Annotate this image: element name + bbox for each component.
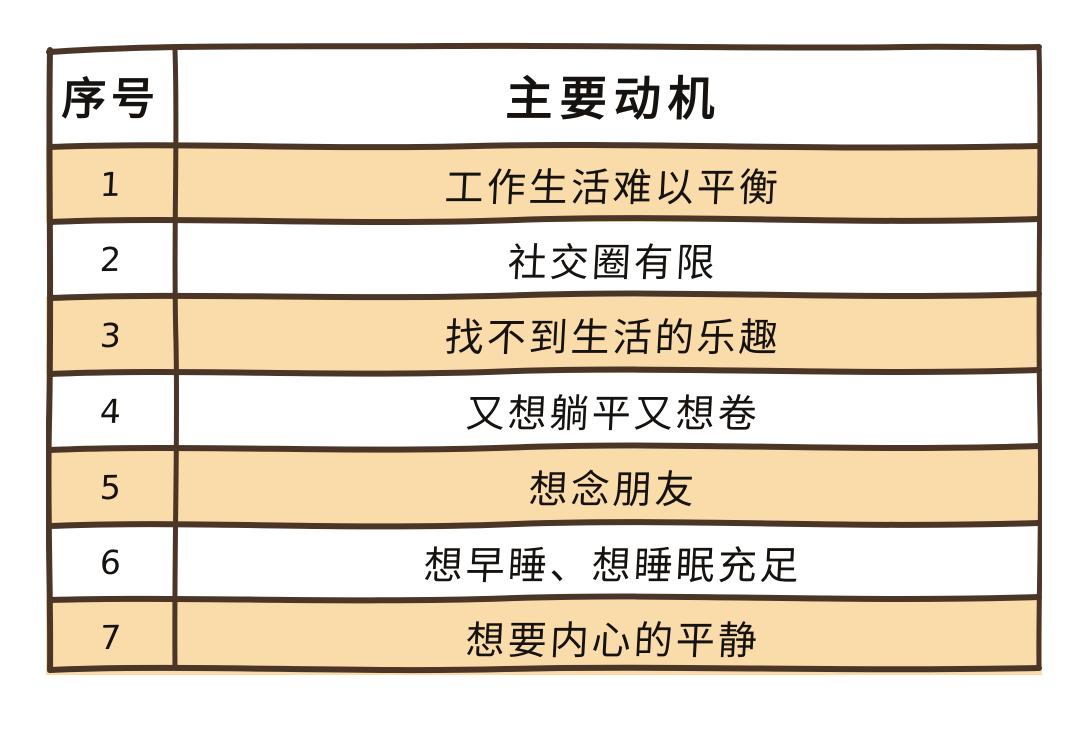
row-motive-value: 想早睡、想睡眠充足 bbox=[423, 543, 804, 589]
row-motive-value: 又想躺平又想卷 bbox=[465, 392, 762, 437]
row-index-cell: 7 bbox=[46, 600, 175, 675]
row-motive-value: 社交圈有限 bbox=[507, 240, 720, 286]
row-motive-cell: 工作生活难以平衡 bbox=[175, 147, 1042, 222]
row-index-value: 2 bbox=[98, 239, 123, 280]
row-index-value: 4 bbox=[98, 391, 123, 431]
header-label-motive: 主要动机 bbox=[504, 72, 723, 127]
row-motive-value: 找不到生活的乐趣 bbox=[444, 316, 783, 361]
table-row: 4 又想躺平又想卷 bbox=[46, 373, 1042, 449]
row-motive-value: 想念朋友 bbox=[528, 468, 699, 513]
table-row: 7 想要内心的平静 bbox=[46, 600, 1042, 675]
row-motive-cell: 想念朋友 bbox=[175, 449, 1042, 525]
row-index-cell: 4 bbox=[46, 373, 175, 449]
row-motive-cell: 想要内心的平静 bbox=[175, 600, 1042, 675]
table-row: 5 想念朋友 bbox=[46, 449, 1042, 525]
row-index-cell: 1 bbox=[46, 147, 175, 222]
row-motive-cell: 想早睡、想睡眠充足 bbox=[175, 525, 1042, 600]
row-motive-cell: 找不到生活的乐趣 bbox=[175, 297, 1042, 373]
row-index-value: 1 bbox=[98, 164, 123, 205]
row-index-cell: 6 bbox=[46, 525, 175, 600]
row-motive-value: 工作生活难以平衡 bbox=[444, 165, 783, 211]
row-motive-cell: 社交圈有限 bbox=[175, 222, 1042, 297]
row-motive-cell: 又想躺平又想卷 bbox=[175, 373, 1042, 449]
motivation-table: 序号 主要动机 1 工作生活难以平衡 2 社交圈有限 bbox=[46, 42, 1042, 675]
row-index-cell: 5 bbox=[46, 449, 175, 525]
header-cell-index: 序号 bbox=[46, 42, 175, 147]
row-index-value: 7 bbox=[98, 617, 123, 658]
row-index-cell: 3 bbox=[46, 297, 175, 373]
header-label-index: 序号 bbox=[60, 73, 161, 125]
row-index-value: 3 bbox=[98, 315, 123, 355]
table-row: 1 工作生活难以平衡 bbox=[46, 147, 1042, 222]
table-row: 2 社交圈有限 bbox=[46, 222, 1042, 297]
header-cell-motive: 主要动机 bbox=[175, 42, 1042, 147]
row-index-cell: 2 bbox=[46, 222, 175, 297]
row-index-value: 6 bbox=[98, 542, 123, 583]
table-row: 3 找不到生活的乐趣 bbox=[46, 297, 1042, 373]
table-grid: 序号 主要动机 1 工作生活难以平衡 2 社交圈有限 bbox=[46, 42, 1042, 675]
table-row: 6 想早睡、想睡眠充足 bbox=[46, 525, 1042, 600]
row-index-value: 5 bbox=[98, 467, 123, 507]
row-motive-value: 想要内心的平静 bbox=[465, 618, 762, 664]
table-header-row: 序号 主要动机 bbox=[46, 42, 1042, 147]
